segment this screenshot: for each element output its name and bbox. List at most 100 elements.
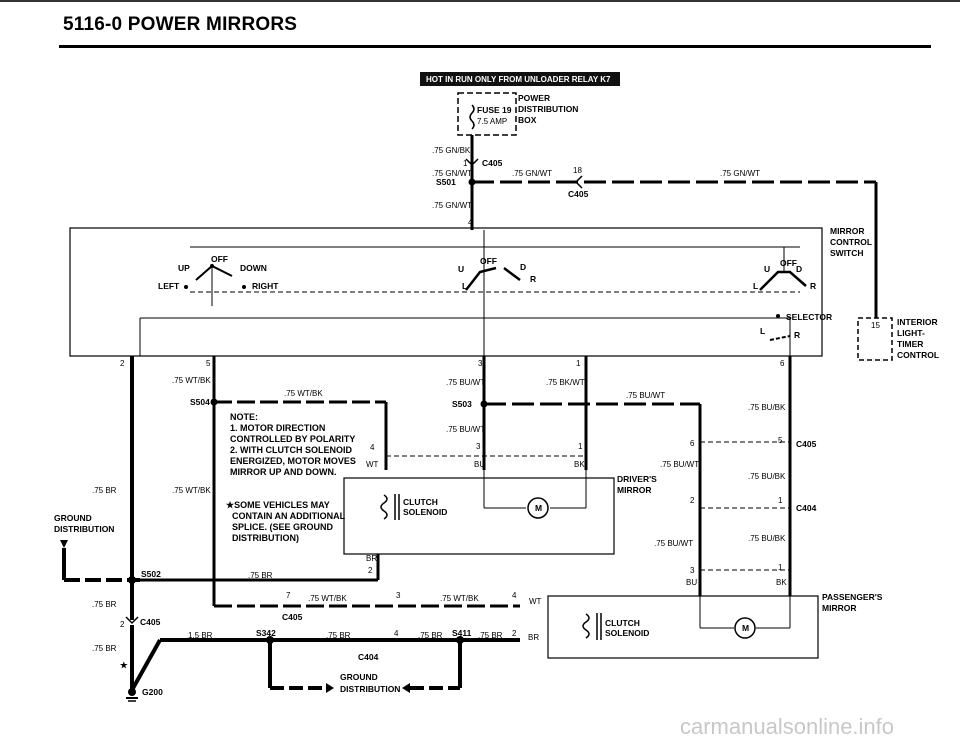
banner-text: HOT IN RUN ONLY FROM UNLOADER RELAY K7: [426, 75, 611, 84]
pin-1-c404: 1: [778, 496, 783, 505]
driver-solenoid-coil: [380, 494, 388, 520]
label-br-2: .75 BR: [92, 600, 117, 609]
ground-dist-2: DISTRIBUTION: [54, 524, 114, 534]
label-buwt-5: .75 BU/WT: [654, 539, 693, 548]
ground-dist-arrow-right: [402, 683, 410, 693]
passengers-mirror-1: PASSENGER'S: [822, 592, 883, 602]
connector-c405-horizontal: [574, 175, 583, 189]
label-buwt-2: .75 BU/WT: [446, 425, 485, 434]
interior-line3: TIMER: [897, 339, 923, 349]
pin-3-driver: 3: [476, 442, 481, 451]
label-gnwt-2: .75 GN/WT: [512, 169, 552, 178]
s342-label: S342: [256, 628, 276, 638]
g200-label: G200: [142, 687, 163, 697]
note-line1: NOTE:: [230, 412, 258, 422]
pin-3-c405: 3: [396, 591, 401, 600]
switch-right-d: D: [796, 264, 802, 274]
ground-dist-bottom-2: DISTRIBUTION: [340, 684, 400, 694]
label-buwt-3: .75 BU/WT: [626, 391, 665, 400]
passenger-solenoid-coil: [582, 613, 590, 639]
pin-4-driver: 4: [370, 443, 375, 452]
s504-label: S504: [190, 397, 210, 407]
label-br-left: .75 BR: [92, 486, 117, 495]
label-wtbk-1: .75 WT/BK: [172, 376, 211, 385]
passenger-motor-label: M: [742, 623, 749, 633]
pin-4-c404: 4: [394, 629, 399, 638]
label-wtbk-5: .75 WT/BK: [440, 594, 479, 603]
power-distribution-box: [457, 92, 517, 136]
switch-up: UP: [178, 263, 190, 273]
label-bk-passenger: BK: [776, 578, 787, 587]
c405-bottom-label: C405: [282, 612, 303, 622]
switch-mid-off: OFF: [480, 256, 497, 266]
switch-right-blade: [759, 270, 807, 291]
s503-label: S503: [452, 399, 472, 409]
c405-mid-label: C405: [568, 189, 589, 199]
pin-3-passenger: 3: [690, 566, 695, 575]
selector-blade: [769, 335, 791, 341]
drivers-mirror-1: DRIVER'S: [617, 474, 657, 484]
passenger-clutch-2: SOLENOID: [605, 628, 649, 638]
switch-mid-blade-right: [503, 267, 521, 281]
passenger-motor-icon: [734, 617, 756, 639]
label-wtbk-3: .75 WT/BK: [284, 389, 323, 398]
pin-3-switch: 3: [478, 359, 483, 368]
switch-mid-l: L: [462, 281, 467, 291]
power-dist-line1: POWER: [518, 93, 550, 103]
switch-right-off: OFF: [780, 258, 797, 268]
interior-line4: CONTROL: [897, 350, 939, 360]
c405-top-label: C405: [482, 158, 503, 168]
label-bk-driver: BK: [574, 460, 585, 469]
note-line6: MIRROR UP AND DOWN.: [230, 467, 337, 477]
top-rule: [0, 0, 960, 2]
note-line3: CONTROLLED BY POLARITY: [230, 434, 355, 444]
pin-4-passenger: 4: [512, 591, 517, 600]
selector-l: L: [760, 326, 765, 336]
label-wt-driver: WT: [366, 460, 379, 469]
star-note-line4: DISTRIBUTION): [232, 533, 299, 543]
driver-clutch-2: SOLENOID: [403, 507, 447, 517]
fuse-rating: 7.5 AMP: [477, 117, 507, 126]
label-br-bottom-3: .75 BR: [478, 631, 503, 640]
label-br-3: .75 BR: [92, 644, 117, 653]
pin-5-c405: 5: [778, 436, 783, 445]
watermark: carmanualsonline.info: [680, 714, 894, 739]
note-line4: 2. WITH CLUTCH SOLENOID: [230, 445, 352, 455]
label-wt-passenger: WT: [529, 597, 542, 606]
driver-motor-label: M: [535, 503, 542, 513]
pin-1-switch: 1: [576, 359, 581, 368]
pin-7: 7: [286, 591, 291, 600]
switch-selector: SELECTOR: [786, 312, 832, 322]
passengers-mirror-2: MIRROR: [822, 603, 856, 613]
c404-right-label: C404: [796, 503, 817, 513]
driver-motor-icon: [527, 497, 549, 519]
ground-g200: [128, 688, 136, 696]
s411-label: S411: [452, 628, 472, 638]
pin-2-switch: 2: [120, 359, 125, 368]
s502-label: S502: [141, 569, 161, 579]
switch-mid-blade: [465, 266, 497, 291]
interior-line1: INTERIOR: [897, 317, 938, 327]
switch-right-l: L: [753, 281, 758, 291]
c405-right-label: C405: [796, 439, 817, 449]
label-bubk-1: .75 BU/BK: [748, 403, 786, 412]
passengers-mirror-box: [547, 595, 819, 659]
label-wtbk-4: .75 WT/BK: [308, 594, 347, 603]
label-gnwt-3: .75 GN/WT: [720, 169, 760, 178]
pin-6-switch: 6: [780, 359, 785, 368]
pin-2-c405: 2: [120, 620, 125, 629]
interior-line2: LIGHT-: [897, 328, 925, 338]
page-title: 5116-0 POWER MIRRORS: [63, 14, 298, 35]
wire-br15-diagonal: [130, 639, 162, 691]
ground-dist-arrow: [60, 540, 68, 548]
switch-left-contact-right: [242, 285, 246, 289]
c404-bottom-label: C404: [358, 652, 379, 662]
switch-mid-r: R: [530, 274, 536, 284]
switch-left-blade: [195, 264, 233, 281]
drivers-mirror-box: [343, 477, 615, 555]
pin-2-c404: 2: [690, 496, 695, 505]
label-br-passenger: BR: [528, 633, 539, 642]
label-bubk-3: .75 BU/BK: [748, 534, 786, 543]
switch-right: RIGHT: [252, 281, 279, 291]
